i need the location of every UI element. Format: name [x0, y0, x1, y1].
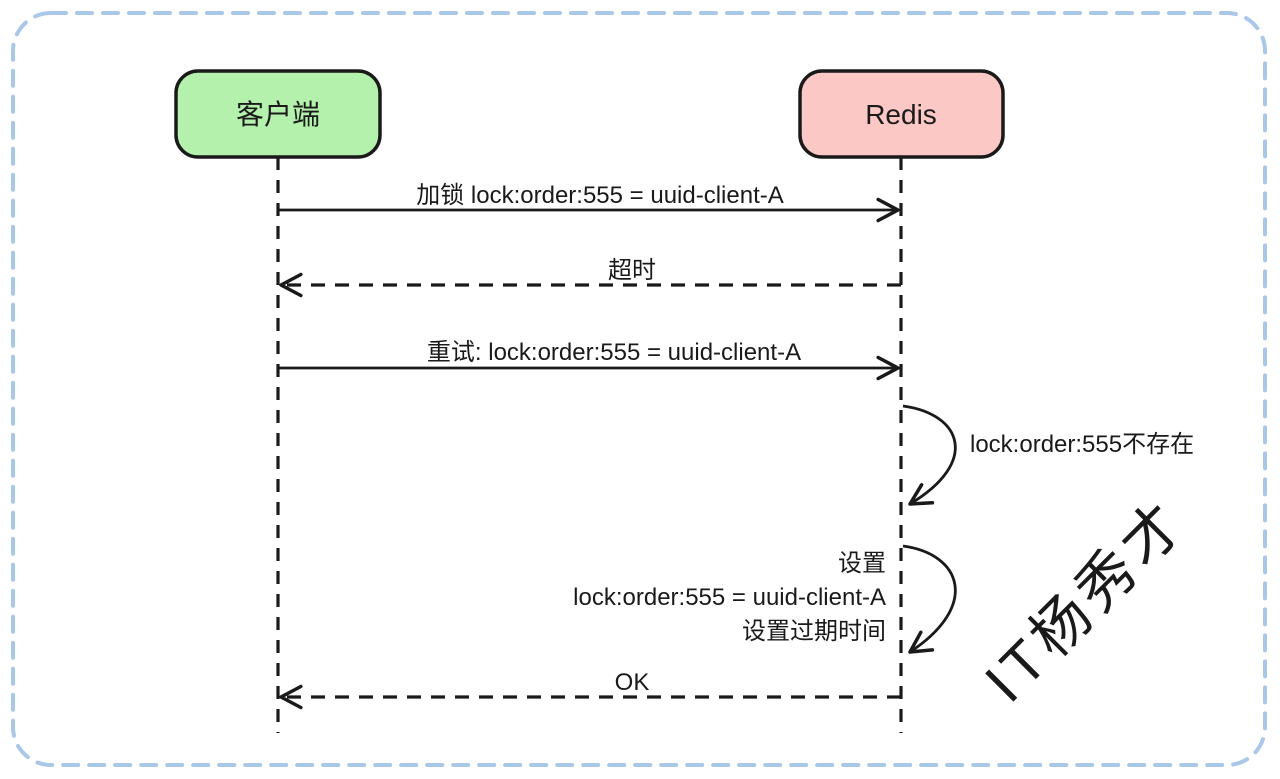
- selfloop-key-not-exists: lock:order:555不存在: [902, 404, 1194, 506]
- message-lock-request-label: 加锁 lock:order:555 = uuid-client-A: [416, 182, 784, 209]
- actor-redis-box: [798, 69, 1005, 159]
- selfloop-set-key-label-line3: 设置过期时间: [742, 618, 886, 645]
- watermark-text: IT杨秀才: [973, 488, 1200, 715]
- actor-client-label: 客户端: [236, 99, 320, 130]
- selfloop-key-not-exists-label: lock:order:555不存在: [970, 431, 1194, 458]
- selfloop-set-key: 设置 lock:order:555 = uuid-client-A 设置过期时间: [573, 544, 957, 654]
- message-retry-lock: 重试: lock:order:555 = uuid-client-A: [278, 339, 900, 381]
- message-lock-request: 加锁 lock:order:555 = uuid-client-A: [278, 182, 900, 223]
- actor-client: 客户端: [174, 69, 382, 159]
- message-ok: OK: [279, 669, 901, 710]
- selfloop-key-not-exists-curve: [902, 404, 957, 506]
- actor-redis-label: Redis: [865, 99, 937, 130]
- message-timeout-label: 超时: [608, 257, 656, 284]
- message-retry-lock-label: 重试: lock:order:555 = uuid-client-A: [427, 339, 801, 366]
- actor-redis: Redis: [798, 69, 1005, 159]
- page-border: [11, 11, 1267, 767]
- message-ok-label: OK: [615, 669, 650, 696]
- selfloop-set-key-label-line1: 设置: [838, 550, 886, 577]
- selfloop-set-key-label-line2: lock:order:555 = uuid-client-A: [573, 584, 886, 611]
- message-timeout: 超时: [279, 257, 901, 298]
- selfloop-set-key-curve: [902, 544, 957, 654]
- actor-client-box: [174, 69, 382, 159]
